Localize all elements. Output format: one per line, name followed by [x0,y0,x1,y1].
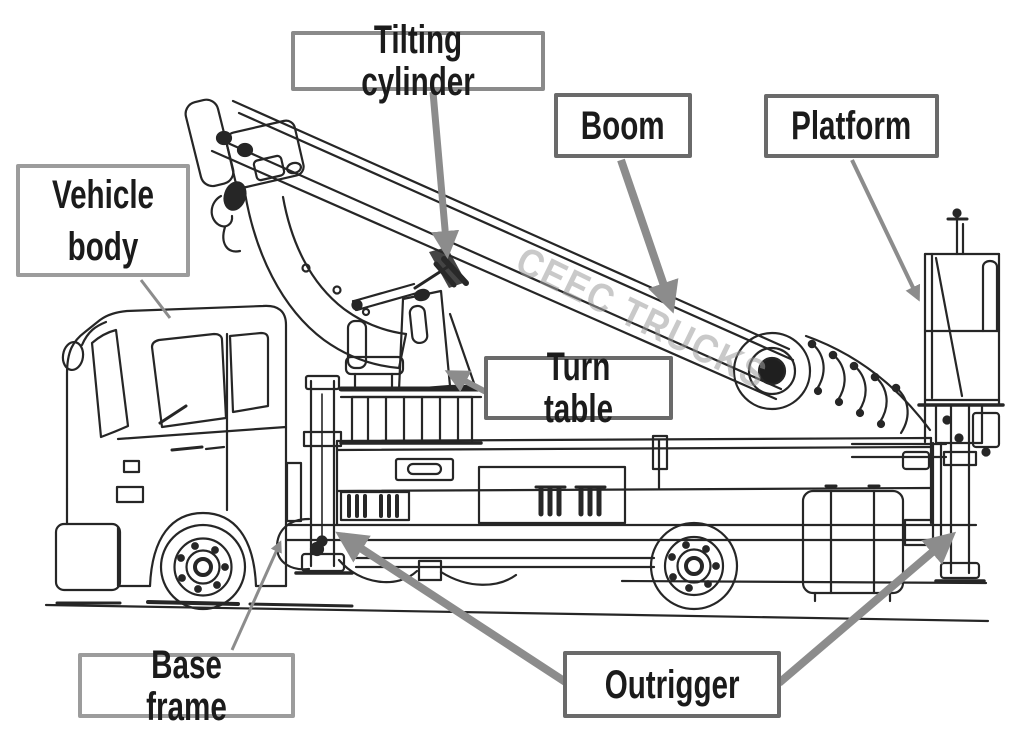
base-frame-arrow [230,540,282,651]
platform-arrow [850,159,921,302]
label-vehicle-body-text: Vehicle body [51,172,155,269]
label-turn-table-text: Turn table [543,345,614,431]
platform-basket [917,208,1005,445]
boom [184,98,795,401]
label-outrigger-text: Outrigger [604,662,740,707]
label-base-frame-text: Base frame [146,642,227,729]
outrigger-rear-arrow [776,531,957,687]
tilting-cylinder-part [351,247,469,312]
turn-table-arrow [444,370,488,395]
label-vehicle-body: Vehicle body [16,164,190,277]
label-platform: Platform [764,94,939,158]
rear-wheel [649,521,739,611]
fuel-tank [801,484,905,603]
boom-sheave [732,331,932,435]
label-platform-text: Platform [791,104,912,148]
label-tilting-cylinder-text: Tilting cylinder [361,18,475,104]
front-outrigger [275,374,354,575]
label-turn-table: Turn table [484,346,673,430]
label-tilting-cylinder: Tilting cylinder [291,19,545,103]
front-wheel [159,523,247,611]
label-boom: Boom [554,93,692,158]
label-outrigger: Outrigger [563,651,781,718]
vehicle-body-leader-line [139,279,172,319]
cargo-bed [284,434,988,586]
vehicle-cab [54,304,288,592]
label-base-frame: Base frame [78,644,295,728]
tilting-cylinder-arrow [429,91,460,259]
boom-arrow [617,158,679,314]
label-boom-text: Boom [581,103,665,148]
ground-line [44,600,990,623]
outrigger-front-arrow [335,531,570,687]
